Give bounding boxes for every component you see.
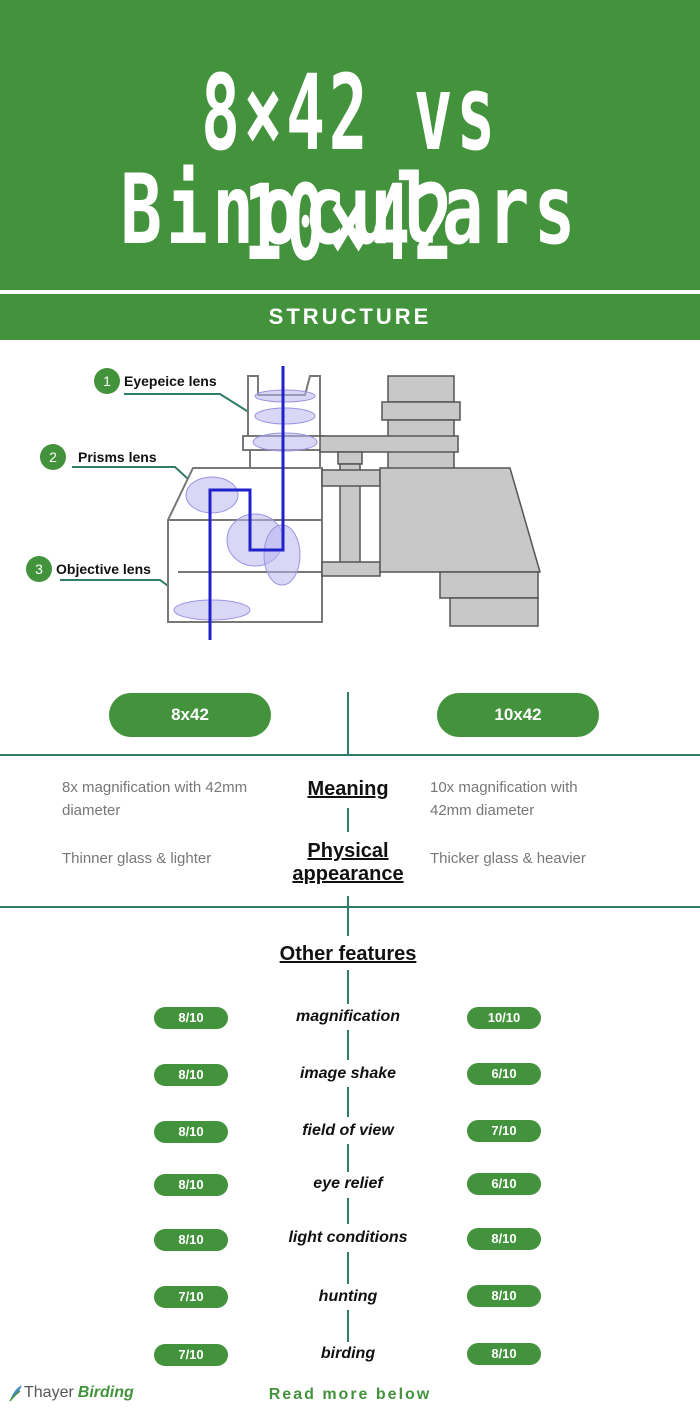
score-10x42: 6/10	[467, 1063, 541, 1085]
section-divider-bottom	[0, 906, 700, 908]
feather-icon	[9, 1385, 22, 1402]
physical-8x42: Thinner glass & lighter	[62, 850, 212, 867]
score-10x42: 8/10	[467, 1285, 541, 1307]
score-8x42: 7/10	[154, 1286, 228, 1308]
center-line	[347, 1144, 349, 1172]
callout-prisms: 2 Prisms lens	[40, 444, 157, 470]
center-line	[347, 896, 349, 936]
callout-label: Prisms lens	[78, 449, 157, 465]
section-title-structure: STRUCTURE	[0, 294, 700, 340]
center-line	[347, 1198, 349, 1224]
brand-name-part1: Thayer	[24, 1384, 74, 1401]
feature-label: field of view	[302, 1122, 394, 1139]
meaning-heading: Meaning	[307, 778, 389, 800]
score-8x42: 8/10	[154, 1229, 228, 1251]
center-line	[347, 1252, 349, 1284]
callout-label: Objective lens	[56, 561, 151, 577]
score-10x42: 6/10	[467, 1173, 541, 1195]
score-10x42: 7/10	[467, 1120, 541, 1142]
feature-label: birding	[320, 1345, 376, 1362]
exterior-barrel	[319, 375, 541, 627]
score-8x42: 7/10	[154, 1344, 228, 1366]
title-line-2: Binoculars	[120, 154, 580, 266]
center-line	[347, 808, 349, 832]
lens-elements	[173, 389, 318, 621]
callout-label: Eyepeice lens	[124, 373, 217, 389]
brand-name-part2: Birding	[77, 1384, 134, 1401]
score-10x42: 8/10	[467, 1228, 541, 1250]
score-8x42: 8/10	[154, 1064, 228, 1086]
binocular-illustration	[60, 366, 541, 640]
binocular-structure-diagram: 1 Eyepeice lens 2 Prisms lens 3 Objectiv…	[0, 340, 700, 670]
model-8x42-pill: 8x42	[109, 693, 271, 737]
brand-logo: Thayer Birding	[8, 1384, 134, 1402]
header-banner: 8×42 vs 10×42 Binoculars	[0, 0, 700, 290]
callout-number: 3	[26, 556, 52, 582]
feature-label: eye relief	[313, 1175, 383, 1192]
feature-label: hunting	[318, 1288, 378, 1305]
feature-label: magnification	[295, 1008, 400, 1025]
feature-label: image shake	[299, 1065, 397, 1082]
other-features-heading: Other features	[279, 943, 417, 965]
meaning-10x42: 10x magnification with 42mm diameter	[430, 779, 578, 819]
read-more-link[interactable]: Read more below	[268, 1386, 432, 1403]
model-10x42-pill: 10x42	[437, 693, 599, 737]
callout-number: 1	[94, 368, 120, 394]
center-line	[347, 1030, 349, 1060]
callout-objective: 3 Objective lens	[26, 556, 151, 582]
score-8x42: 8/10	[154, 1121, 228, 1143]
feature-label: light conditions	[288, 1229, 408, 1246]
title-line-1: 8×42 vs 10×42	[201, 52, 499, 284]
score-10x42: 10/10	[467, 1007, 541, 1029]
center-line	[347, 970, 349, 1004]
eyepiece-leader-line	[124, 393, 259, 419]
score-8x42: 8/10	[154, 1174, 228, 1196]
section-divider-top	[0, 754, 700, 756]
prism-leader-line	[72, 466, 201, 491]
light-path	[208, 366, 285, 640]
score-10x42: 8/10	[467, 1343, 541, 1365]
header-divider	[0, 290, 700, 294]
physical-10x42: Thicker glass & heavier	[430, 850, 586, 867]
center-line	[347, 1087, 349, 1117]
center-line	[347, 692, 349, 754]
meaning-8x42: 8x magnification with 42mm diameter	[62, 779, 248, 819]
center-line	[347, 1310, 349, 1342]
callout-eyepiece: 1 Eyepeice lens	[94, 368, 217, 394]
physical-heading: Physical appearance	[292, 840, 404, 885]
callout-number: 2	[40, 444, 66, 470]
score-8x42: 8/10	[154, 1007, 228, 1029]
